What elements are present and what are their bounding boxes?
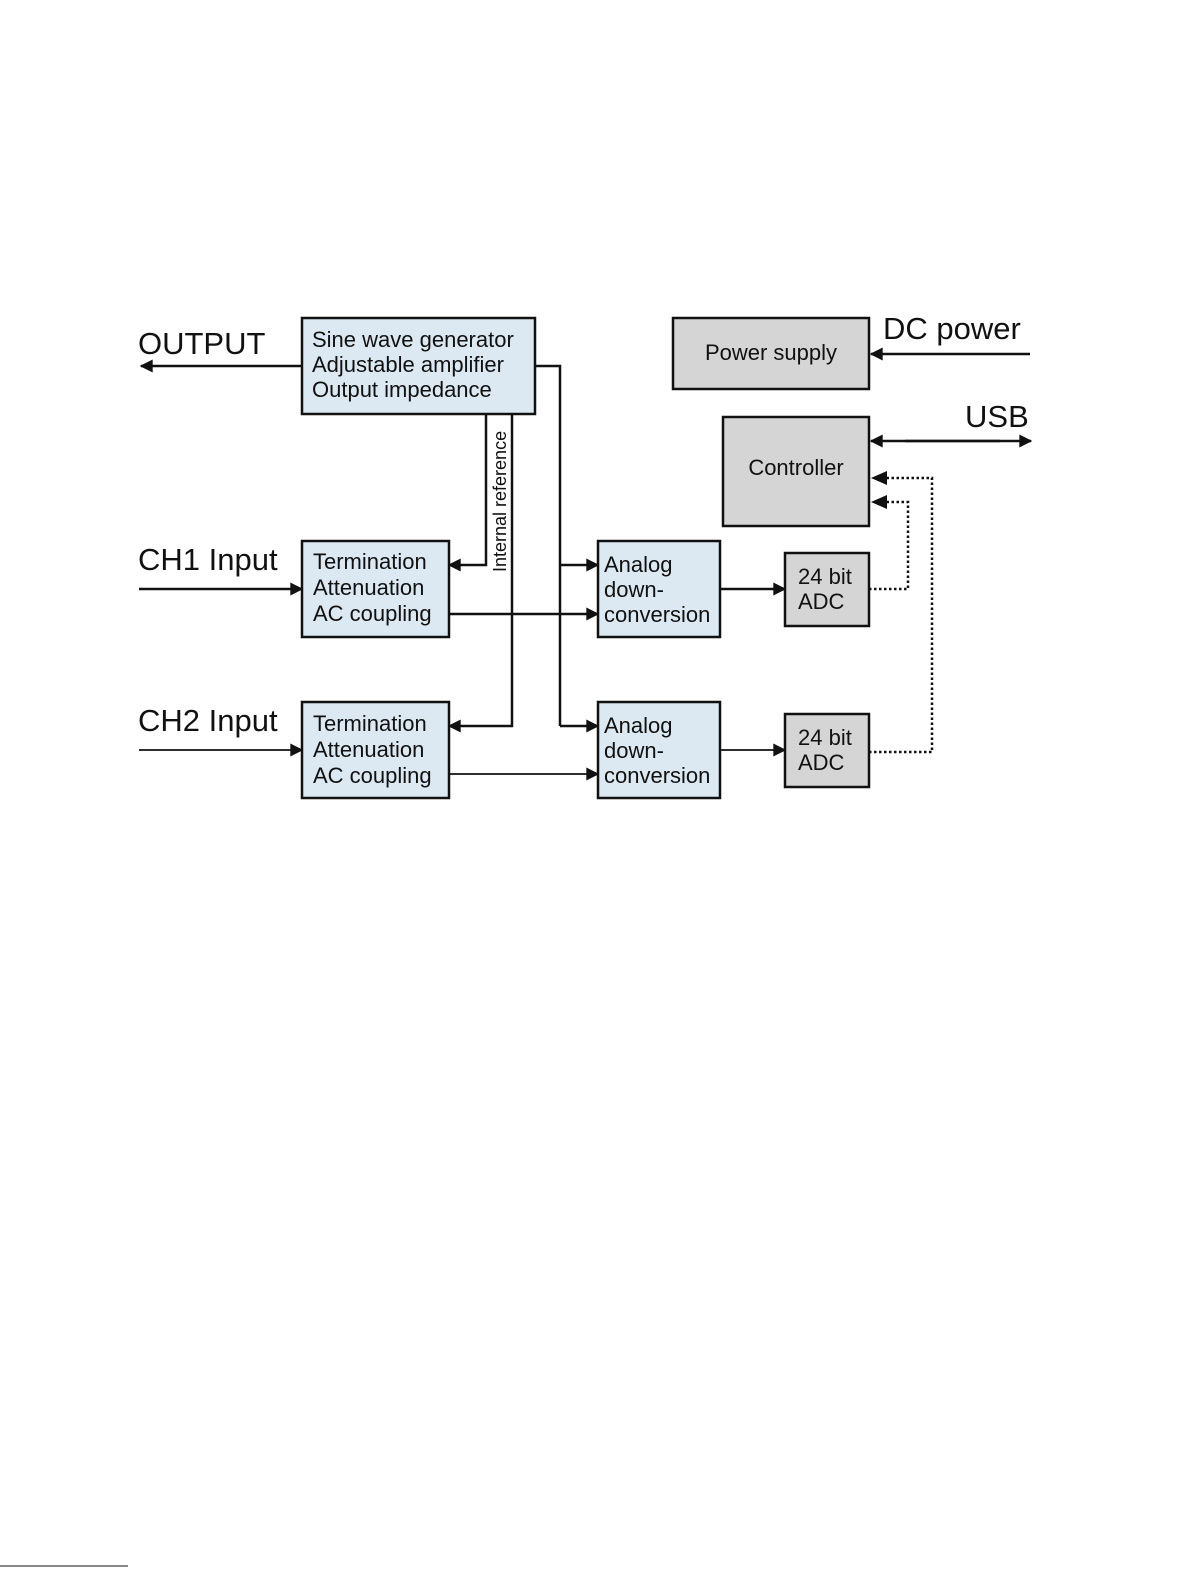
- generator-line-2: Adjustable amplifier: [312, 352, 504, 377]
- ch2-downconversion-block: Analog down- conversion: [598, 702, 720, 798]
- ch1-adc-line-1: 24 bit: [798, 564, 852, 589]
- ch2-adc-to-controller-link: [869, 478, 932, 752]
- ch2-frontend-block: Termination Attenuation AC coupling: [302, 702, 449, 798]
- ch2-link-arrowhead: [871, 471, 887, 485]
- ch1-downconv-line-1: Analog: [604, 552, 673, 577]
- internal-reference-ch1-wire: [449, 414, 486, 565]
- dc-power-label: DC power: [883, 311, 1021, 346]
- ch1-input-label: CH1 Input: [138, 542, 278, 577]
- ch1-frontend-line-2: Attenuation: [313, 575, 424, 600]
- generator-block: Sine wave generator Adjustable amplifier…: [302, 318, 535, 414]
- ch1-downconv-line-3: conversion: [604, 602, 710, 627]
- ch2-adc-line-2: ADC: [798, 750, 845, 775]
- ch2-downconv-line-3: conversion: [604, 763, 710, 788]
- ch2-frontend-line-1: Termination: [313, 711, 427, 736]
- generator-line-3: Output impedance: [312, 377, 492, 402]
- ch2-frontend-line-3: AC coupling: [313, 763, 432, 788]
- ch1-frontend-line-3: AC coupling: [313, 601, 432, 626]
- controller-block: Controller: [723, 417, 869, 526]
- ch1-downconv-line-2: down-: [604, 577, 664, 602]
- controller-label: Controller: [748, 455, 843, 480]
- ch1-link-arrowhead: [871, 495, 887, 509]
- ch1-adc-line-2: ADC: [798, 589, 845, 614]
- power-supply-label: Power supply: [705, 340, 837, 365]
- ch1-adc-to-controller-link: [869, 502, 908, 589]
- ch2-adc-line-1: 24 bit: [798, 725, 852, 750]
- generator-line-1: Sine wave generator: [312, 327, 514, 352]
- ch2-downconv-line-1: Analog: [604, 713, 673, 738]
- ch1-adc-block: 24 bit ADC: [785, 553, 869, 626]
- ch2-adc-block: 24 bit ADC: [785, 714, 869, 787]
- ch2-frontend-line-2: Attenuation: [313, 737, 424, 762]
- ch2-input-label: CH2 Input: [138, 703, 278, 738]
- ch2-downconv-line-2: down-: [604, 738, 664, 763]
- output-label: OUTPUT: [138, 326, 266, 361]
- generator-feed-wire: [535, 366, 560, 726]
- ch1-frontend-line-1: Termination: [313, 549, 427, 574]
- ch1-frontend-block: Termination Attenuation AC coupling: [302, 541, 449, 637]
- internal-reference-label: Internal reference: [490, 431, 510, 572]
- ch1-downconversion-block: Analog down- conversion: [598, 541, 720, 637]
- usb-label: USB: [965, 399, 1029, 434]
- power-supply-block: Power supply: [673, 318, 869, 389]
